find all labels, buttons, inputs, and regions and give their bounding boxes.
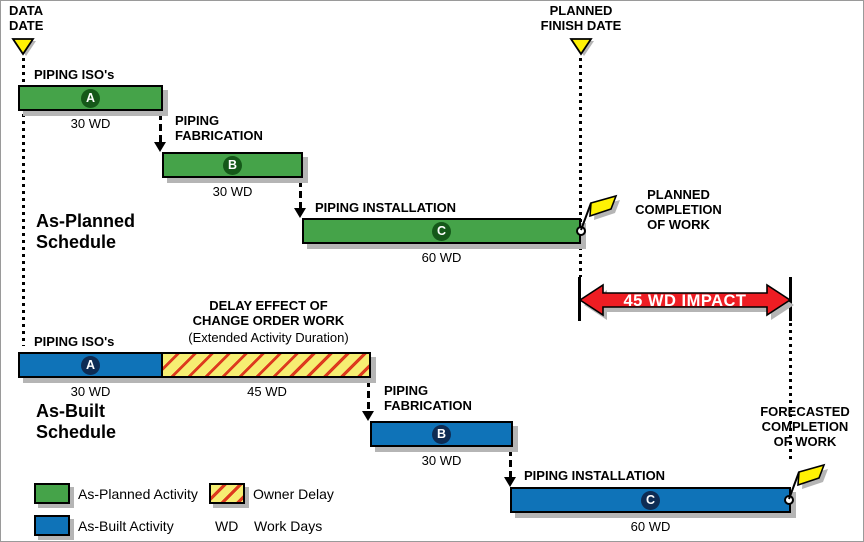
planned-activity-c-bar: C (302, 218, 581, 244)
planned-link-a-b-arrowhead-icon (154, 142, 166, 152)
built-activity-c-duration: 60 WD (630, 519, 671, 534)
planned-activity-c-badge: C (432, 221, 451, 241)
built-link-a-b-arrowhead-icon (362, 411, 374, 421)
planned-activity-a-badge: A (81, 88, 100, 108)
impact-arrow: 45 WD IMPACT (578, 283, 794, 320)
legend-as-built-label: As-Built Activity (78, 518, 174, 534)
legend-as-planned-label: As-Planned Activity (78, 486, 198, 502)
planned-completion-node (576, 226, 586, 236)
planned-finish-dotted-line (579, 58, 582, 277)
planned-activity-c-duration: 60 WD (421, 250, 462, 265)
planned-link-b-c-line (299, 180, 302, 208)
built-activity-a-work-segment: A (20, 354, 163, 376)
built-activity-b-duration: 30 WD (421, 453, 462, 468)
planned-finish-date-label: PLANNED FINISH DATE (540, 3, 622, 33)
as-planned-section-label: As-Planned Schedule (36, 211, 136, 252)
data-date-label: DATA DATE (9, 3, 44, 33)
planned-link-b-c-arrowhead-icon (294, 208, 306, 218)
built-link-a-b-line (367, 380, 370, 411)
planned-activity-a-duration: 30 WD (70, 116, 111, 131)
built-activity-b-badge: B (432, 424, 451, 444)
planned-finish-triangle-icon (569, 38, 594, 56)
planned-activity-b-badge: B (223, 155, 242, 175)
delay-note-title: DELAY EFFECT OF CHANGE ORDER WORK (192, 298, 345, 328)
legend-wd-label: Work Days (254, 518, 323, 534)
planned-activity-c-name: PIPING INSTALLATION (315, 200, 457, 215)
legend-owner-delay-label: Owner Delay (253, 486, 334, 502)
forecast-completion-flag-icon (788, 463, 828, 500)
built-activity-b-bar: B (370, 421, 513, 447)
built-activity-c-name: PIPING INSTALLATION (524, 468, 666, 483)
data-date-triangle-icon (11, 38, 36, 56)
impact-left-tick (578, 277, 581, 321)
planned-activity-a-bar: A (18, 85, 163, 111)
planned-activity-b-bar: B (162, 152, 303, 178)
data-date-dotted-line (22, 58, 25, 346)
owner-delay-duration: 45 WD (247, 384, 287, 399)
planned-activity-b-duration: 30 WD (212, 184, 253, 199)
built-link-b-c-line (509, 449, 512, 477)
as-built-section-label: As-Built Schedule (36, 401, 117, 442)
legend-as-built-swatch (34, 515, 70, 536)
forecast-completion-node (784, 495, 794, 505)
built-activity-c-bar: C (510, 487, 791, 513)
legend-as-planned-swatch (34, 483, 70, 504)
built-activity-a-duration: 30 WD (70, 384, 111, 399)
built-activity-a-badge: A (81, 355, 100, 375)
built-activity-b-name: PIPING FABRICATION (384, 383, 472, 413)
forecast-dotted-line (789, 323, 792, 461)
planned-completion-label: PLANNED COMPLETION OF WORK (635, 187, 722, 232)
planned-activity-a-name: PIPING ISO's (34, 67, 115, 82)
planned-link-a-b-line (159, 113, 162, 143)
planned-activity-b-name: PIPING FABRICATION (175, 113, 263, 143)
built-activity-c-badge: C (641, 490, 660, 510)
impact-right-tick (789, 277, 792, 321)
built-activity-a-name: PIPING ISO's (34, 334, 115, 349)
legend-owner-delay-swatch (209, 483, 245, 504)
owner-delay-segment (163, 354, 369, 376)
built-link-b-c-arrowhead-icon (504, 477, 516, 487)
built-activity-a-bar: A (18, 352, 371, 378)
planned-completion-flag-icon (580, 194, 620, 231)
forecast-completion-label: FORECASTED COMPLETION OF WORK (760, 404, 850, 449)
delay-note-subtitle: (Extended Activity Duration) (188, 330, 349, 345)
impact-label: 45 WD IMPACT (623, 292, 746, 310)
legend-wd-abbr: WD (215, 518, 239, 534)
